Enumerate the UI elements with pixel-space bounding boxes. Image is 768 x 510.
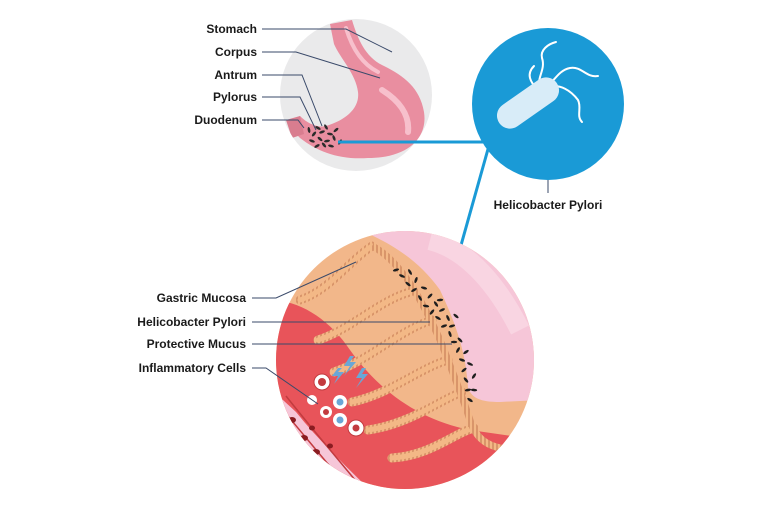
bacterium-body — [496, 77, 560, 129]
bacterium-illustration — [472, 28, 624, 180]
label-pylorus: Pylorus — [213, 90, 257, 104]
blood-vessel — [276, 390, 372, 489]
label-helicobacter-pylori: Helicobacter Pylori — [137, 315, 246, 329]
label-gastric-mucosa: Gastric Mucosa — [157, 291, 247, 305]
label-antrum: Antrum — [214, 68, 257, 82]
label-duodenum: Duodenum — [194, 113, 257, 127]
label-corpus: Corpus — [215, 45, 257, 59]
stomach-illustration — [280, 19, 432, 171]
label-protective-mucus: Protective Mucus — [147, 337, 247, 351]
label-stomach: Stomach — [206, 22, 257, 36]
signal-bolts — [332, 356, 368, 388]
stomach-shape — [291, 20, 425, 159]
bacteria-cluster-tissue — [392, 268, 478, 403]
inflammatory-cells — [307, 373, 365, 437]
bacteria-cluster-small — [307, 124, 342, 148]
tissue-leader-lines — [252, 261, 452, 405]
label-inflammatory-cells: Inflammatory Cells — [139, 361, 247, 375]
label-helicobacter-pylori-top: Helicobacter Pylori — [494, 198, 603, 212]
stomach-leader-lines — [262, 28, 393, 131]
tissue-illustration — [276, 231, 534, 489]
